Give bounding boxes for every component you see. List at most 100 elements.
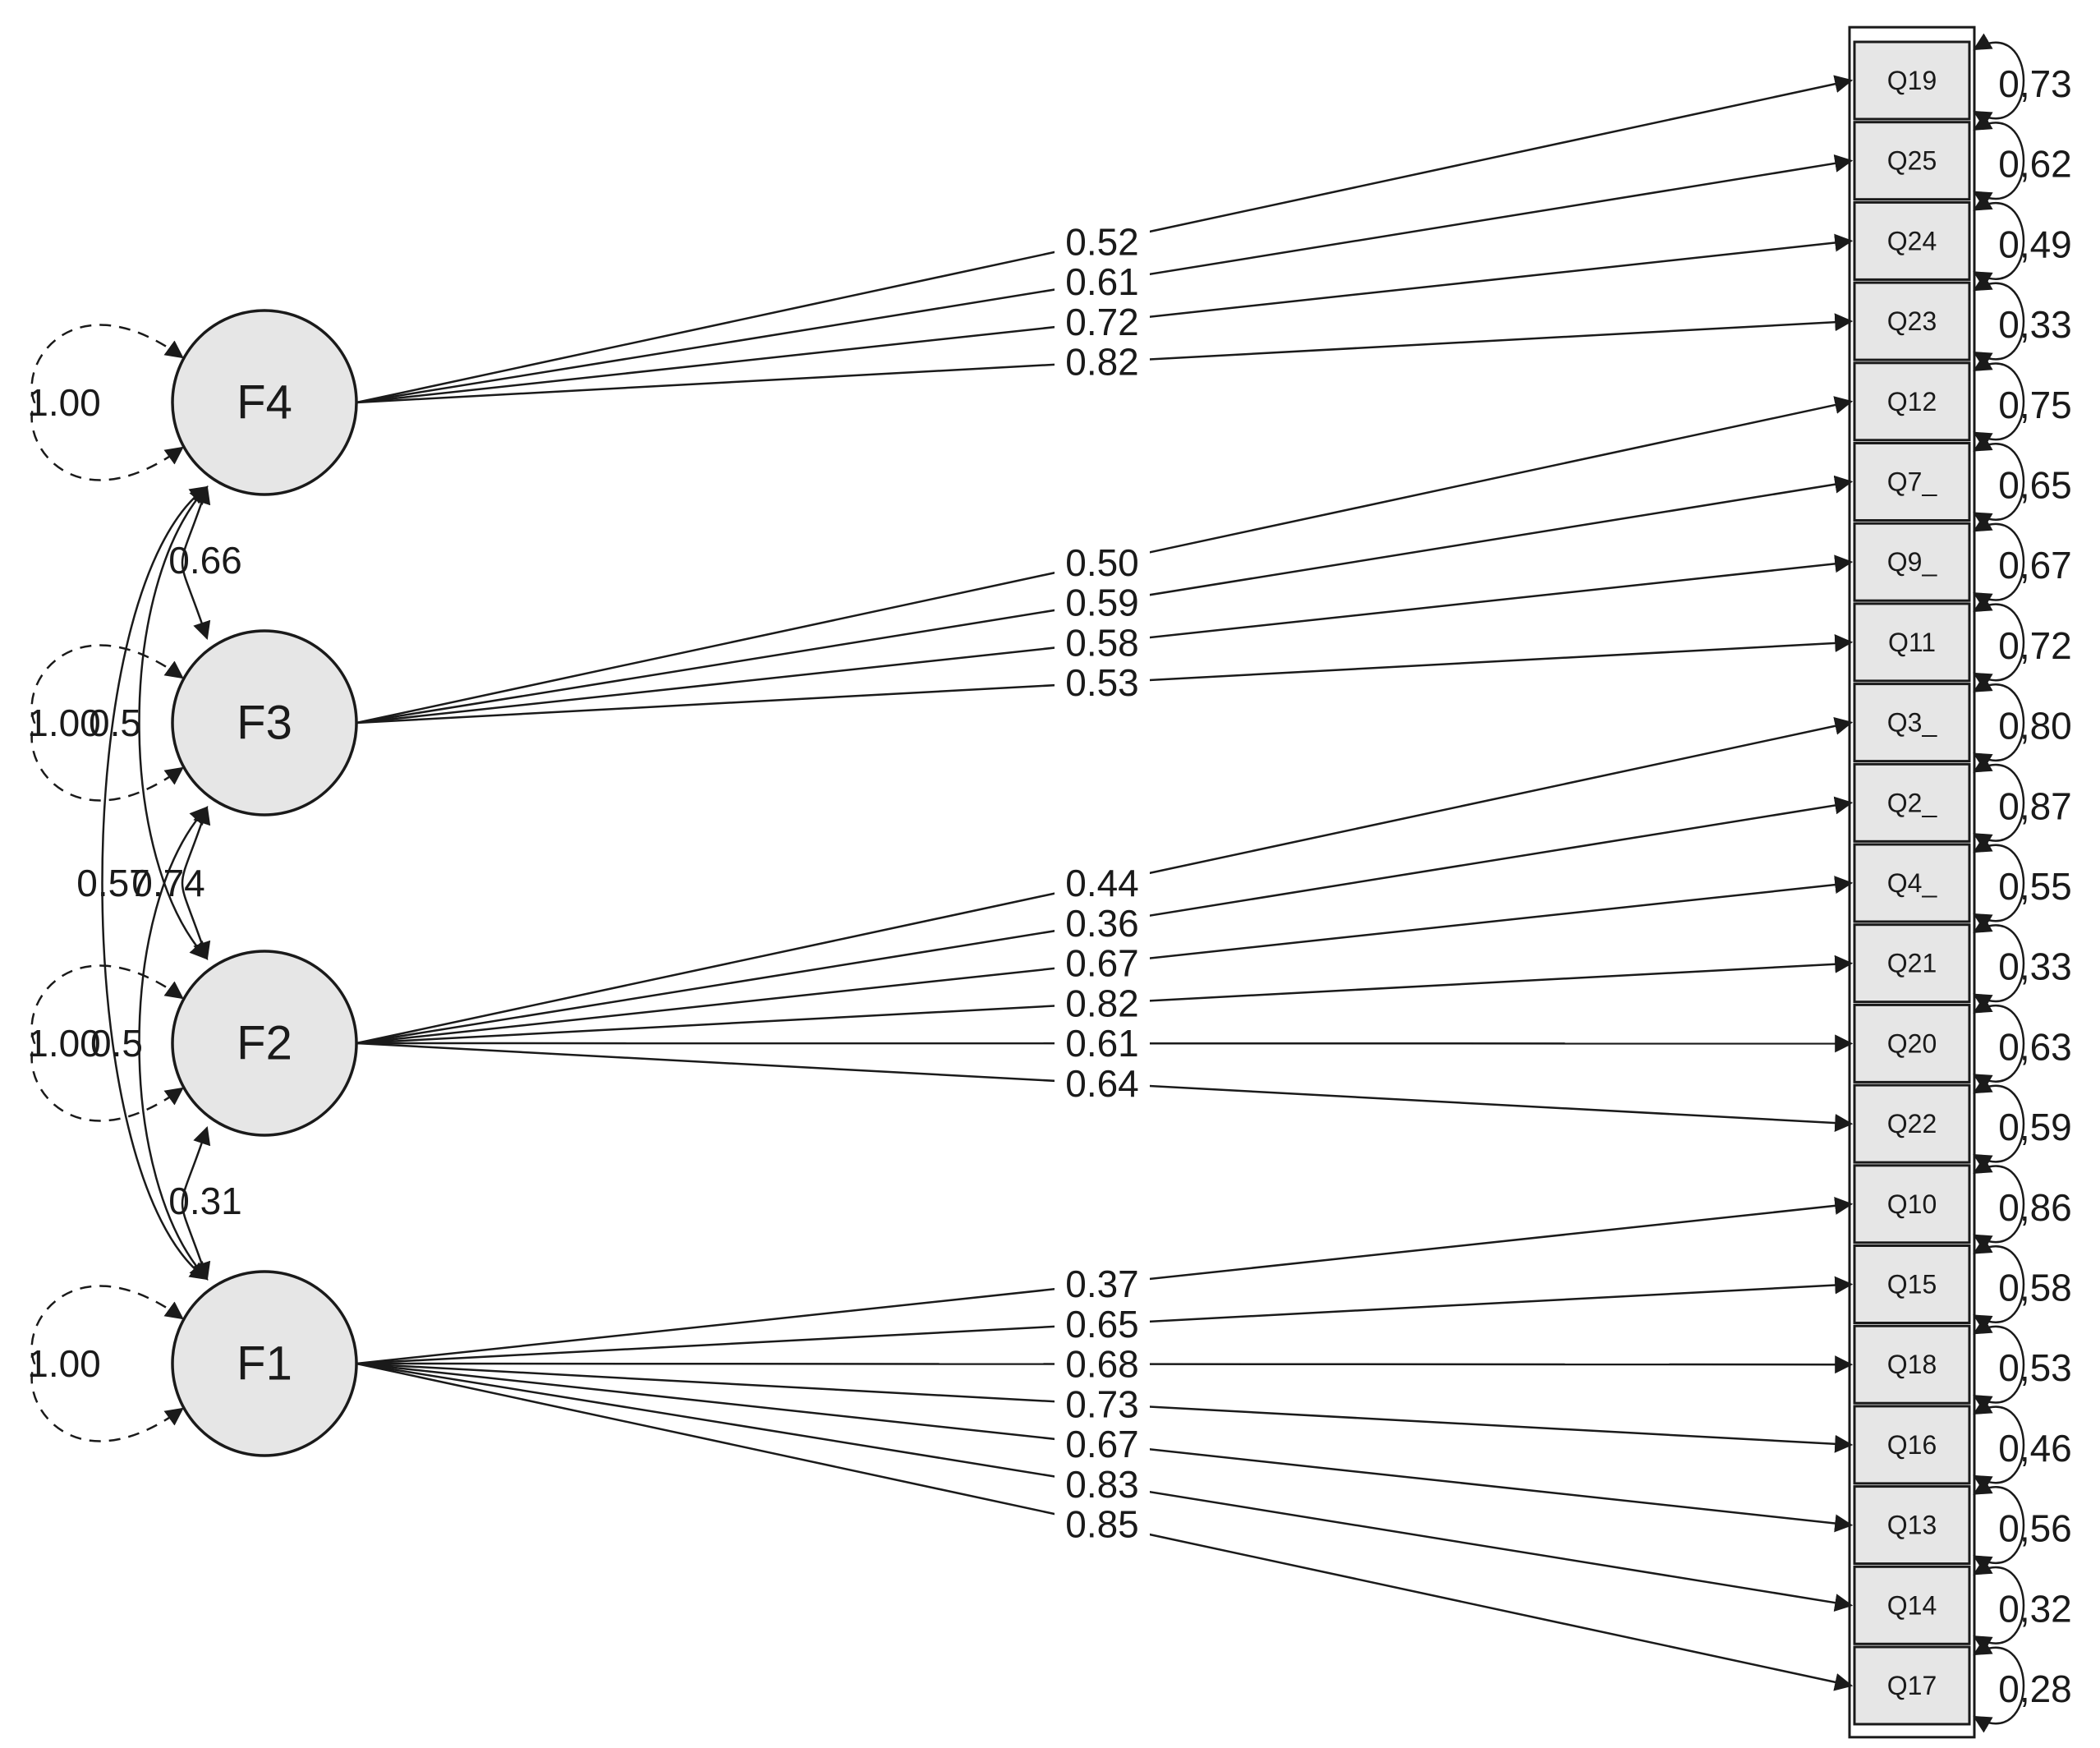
residual-loop (1973, 1397, 2025, 1493)
residual-loop (1973, 113, 2025, 209)
residual-loop (1973, 835, 2025, 931)
indicator-label: Q11 (1888, 628, 1936, 657)
loading-label-bg (1055, 303, 1150, 340)
residual-label: 0,33 (1998, 303, 2072, 346)
indicator-box (1853, 522, 1971, 602)
covariance-label: 0.5 (89, 702, 141, 744)
residual-loop (1973, 514, 2025, 610)
indicator-box (1853, 1324, 1971, 1405)
residual-loop (1973, 1076, 2025, 1171)
loading-label: 0.50 (1065, 541, 1139, 584)
residual-label: 0,59 (1998, 1106, 2072, 1148)
residual-label: 0,63 (1998, 1025, 2072, 1068)
covariance-label: 0.31 (168, 1180, 242, 1222)
loading-label-bg (1055, 1266, 1150, 1303)
factor-label: F4 (237, 376, 292, 430)
variance-label: 1.00 (27, 702, 101, 744)
covariance-label: 0.74 (131, 862, 205, 904)
loading-label-bg (1055, 985, 1150, 1022)
latent-factor-circle (171, 309, 358, 496)
residual-loop (1973, 1317, 2025, 1412)
residual-label: 0,86 (1998, 1186, 2072, 1229)
loading-label: 0.61 (1065, 260, 1139, 303)
factor-covariance-layer (101, 485, 211, 1281)
loading-label-bg (1055, 1465, 1150, 1502)
indicator-box (1853, 1405, 1971, 1485)
indicator-box (1853, 1164, 1971, 1244)
factor-label: F2 (237, 1017, 292, 1070)
residual-loop (1973, 675, 2025, 770)
loading-label-bg (1055, 624, 1150, 661)
loading-label-bg (1055, 223, 1150, 260)
loading-label-bg (1055, 544, 1150, 581)
indicator-label: Q13 (1887, 1511, 1937, 1540)
indicator-label: Q23 (1887, 306, 1937, 336)
residual-loop (1973, 916, 2025, 1011)
loading-label: 0.64 (1065, 1062, 1139, 1105)
residual-loop (1973, 1237, 2025, 1332)
indicator-box (1853, 361, 1971, 442)
loading-label: 0.67 (1065, 942, 1139, 985)
indicator-label: Q19 (1887, 66, 1937, 95)
indicator-box (1853, 843, 1971, 923)
loading-label: 0.85 (1065, 1503, 1139, 1546)
indicator-box (1853, 1485, 1971, 1566)
residual-loop (1973, 1557, 2025, 1653)
factor-label: F1 (237, 1337, 292, 1391)
indicator-layer: Q19Q25Q24Q23Q12Q7_Q9_Q11Q3_Q2_Q4_Q21Q20Q… (1848, 25, 2025, 1739)
indicator-label: Q4_ (1887, 868, 1938, 898)
loading-label: 0.61 (1065, 1022, 1139, 1065)
variance-loop (30, 964, 184, 1122)
covariance-arc (138, 806, 209, 1281)
indicator-label: Q15 (1887, 1270, 1937, 1300)
residual-loop (1973, 595, 2025, 690)
variance-loop (30, 324, 184, 481)
residual-loop (1973, 1157, 2025, 1252)
residual-loop (1973, 33, 2025, 128)
residual-loop (1973, 1478, 2025, 1573)
indicator-box (1853, 442, 1971, 522)
latent-factor-circle (171, 629, 358, 816)
indicator-label: Q17 (1887, 1671, 1937, 1700)
residual-loop (1973, 193, 2025, 288)
indicator-label: Q24 (1887, 226, 1937, 255)
variance-loop (30, 644, 184, 802)
residual-label: 0,80 (1998, 705, 2072, 748)
loading-label: 0.73 (1065, 1382, 1139, 1425)
indicator-box (1853, 40, 1971, 121)
variance-label: 1.00 (27, 381, 101, 424)
indicator-label: Q21 (1887, 949, 1937, 978)
loading-label-bg (1055, 865, 1150, 902)
loading-label-bg (1055, 1426, 1150, 1463)
indicator-label: Q18 (1887, 1350, 1937, 1379)
indicator-box (1853, 200, 1971, 281)
loading-label-bg (1055, 904, 1150, 941)
loading-label: 0.82 (1065, 341, 1139, 384)
loading-label-bg (1055, 1305, 1150, 1342)
variance-loop (30, 1285, 184, 1442)
residual-label: 0,75 (1998, 384, 2072, 426)
loading-label: 0.83 (1065, 1463, 1139, 1506)
covariance-arc (138, 485, 209, 960)
latent-factor-circle (171, 1270, 358, 1457)
residual-label: 0,56 (1998, 1507, 2072, 1550)
residual-label: 0,28 (1998, 1668, 2072, 1710)
residual-loop (1973, 274, 2025, 369)
covariance-arc (181, 1125, 211, 1281)
loading-label: 0.44 (1065, 862, 1139, 904)
loading-label-bg (1055, 1025, 1150, 1062)
residual-loop (1973, 996, 2025, 1091)
indicator-label: Q3_ (1887, 708, 1938, 738)
covariance-label: 0.5 (90, 1022, 143, 1065)
residual-label: 0,67 (1998, 544, 2072, 586)
covariance-label: 0.57 (76, 862, 150, 904)
indicator-box (1853, 281, 1971, 361)
loading-label: 0.68 (1065, 1343, 1139, 1386)
loading-label: 0.37 (1065, 1263, 1139, 1305)
variance-label: 1.00 (27, 1342, 101, 1385)
indicator-box (1853, 602, 1971, 683)
indicator-label: Q10 (1887, 1189, 1937, 1219)
loading-label: 0.82 (1065, 982, 1139, 1024)
loading-label-bg (1055, 665, 1150, 702)
